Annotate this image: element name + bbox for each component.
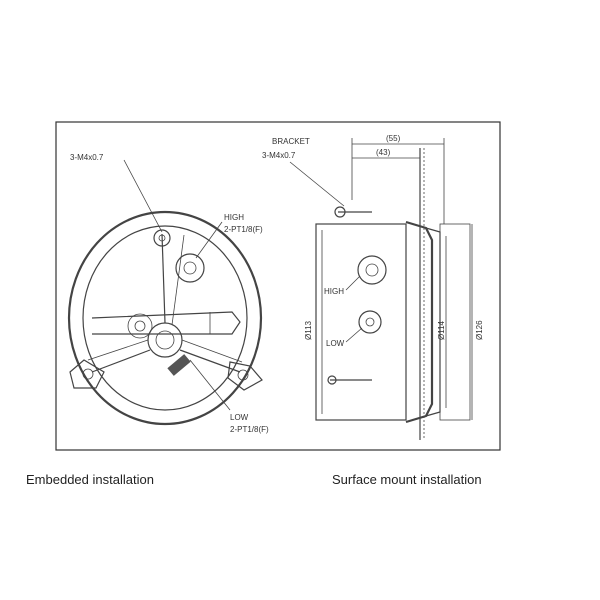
dia-113-label: Ø113 [304,320,313,340]
top-screw [153,229,171,247]
caption-surface-mount: Surface mount installation [332,472,482,487]
horizontal-channel [91,311,241,335]
spoke-top-b [171,234,185,326]
high-port-inner [183,261,197,275]
right-screw-bracket [227,361,263,391]
high-leader [195,221,223,259]
left-screw [82,368,94,380]
left-screw-bracket [69,359,105,389]
side-low-label: LOW [326,339,345,348]
inner-rim [82,225,248,411]
front-bezel [405,220,434,424]
outer-rim [67,210,263,426]
left-high-spec: 2-PT1/8(F) [224,225,263,234]
left-port [127,313,153,339]
side-high-leader [345,275,361,291]
caption-embedded: Embedded installation [26,472,154,487]
gauge-body [315,223,407,421]
glass-cover [439,223,471,421]
spoke-left-b [87,339,149,361]
bottom-screw-head [327,375,337,385]
left-screw-label: 3-M4x0.7 [70,153,104,162]
low-marker [167,354,191,376]
dia-126-label: Ø126 [475,320,484,340]
dim-43-label: (43) [376,148,391,157]
low-leader [189,359,231,411]
bracket-leader [289,161,345,207]
side-high-port-inner [365,263,379,277]
center-hub-inner [155,330,175,350]
right-screw-label: 3-M4x0.7 [262,151,296,160]
spoke-left [91,349,151,373]
side-high-port [357,255,387,285]
top-screw-hole [158,234,166,242]
spoke-right-b [181,339,243,363]
high-port [175,253,205,283]
screw-leader [123,159,163,233]
bracket-screw [334,206,346,218]
side-low-port [358,310,382,334]
dim-55-label: (55) [386,134,401,143]
left-low-label: LOW [230,413,249,422]
side-low-port-inner [365,317,375,327]
bracket-label: BRACKET [272,137,310,146]
dia-114-label: Ø114 [437,320,446,340]
center-hub [147,322,183,358]
spoke-right [179,349,241,373]
side-low-leader [345,327,363,343]
drawing-frame [55,121,501,451]
surface-mount-side-view: BRACKET 3-M4x0.7 (55) (43) Ø113 Ø114 Ø12… [262,134,484,440]
left-high-label: HIGH [224,213,244,222]
side-high-label: HIGH [324,287,344,296]
right-screw [237,369,249,381]
embedded-front-view: 3-M4x0.7 HIGH 2-PT1/8(F) LOW 2-PT1/8(F) [67,153,269,434]
spoke-top [161,233,166,324]
left-port-inner [134,320,146,332]
left-low-spec: 2-PT1/8(F) [230,425,269,434]
